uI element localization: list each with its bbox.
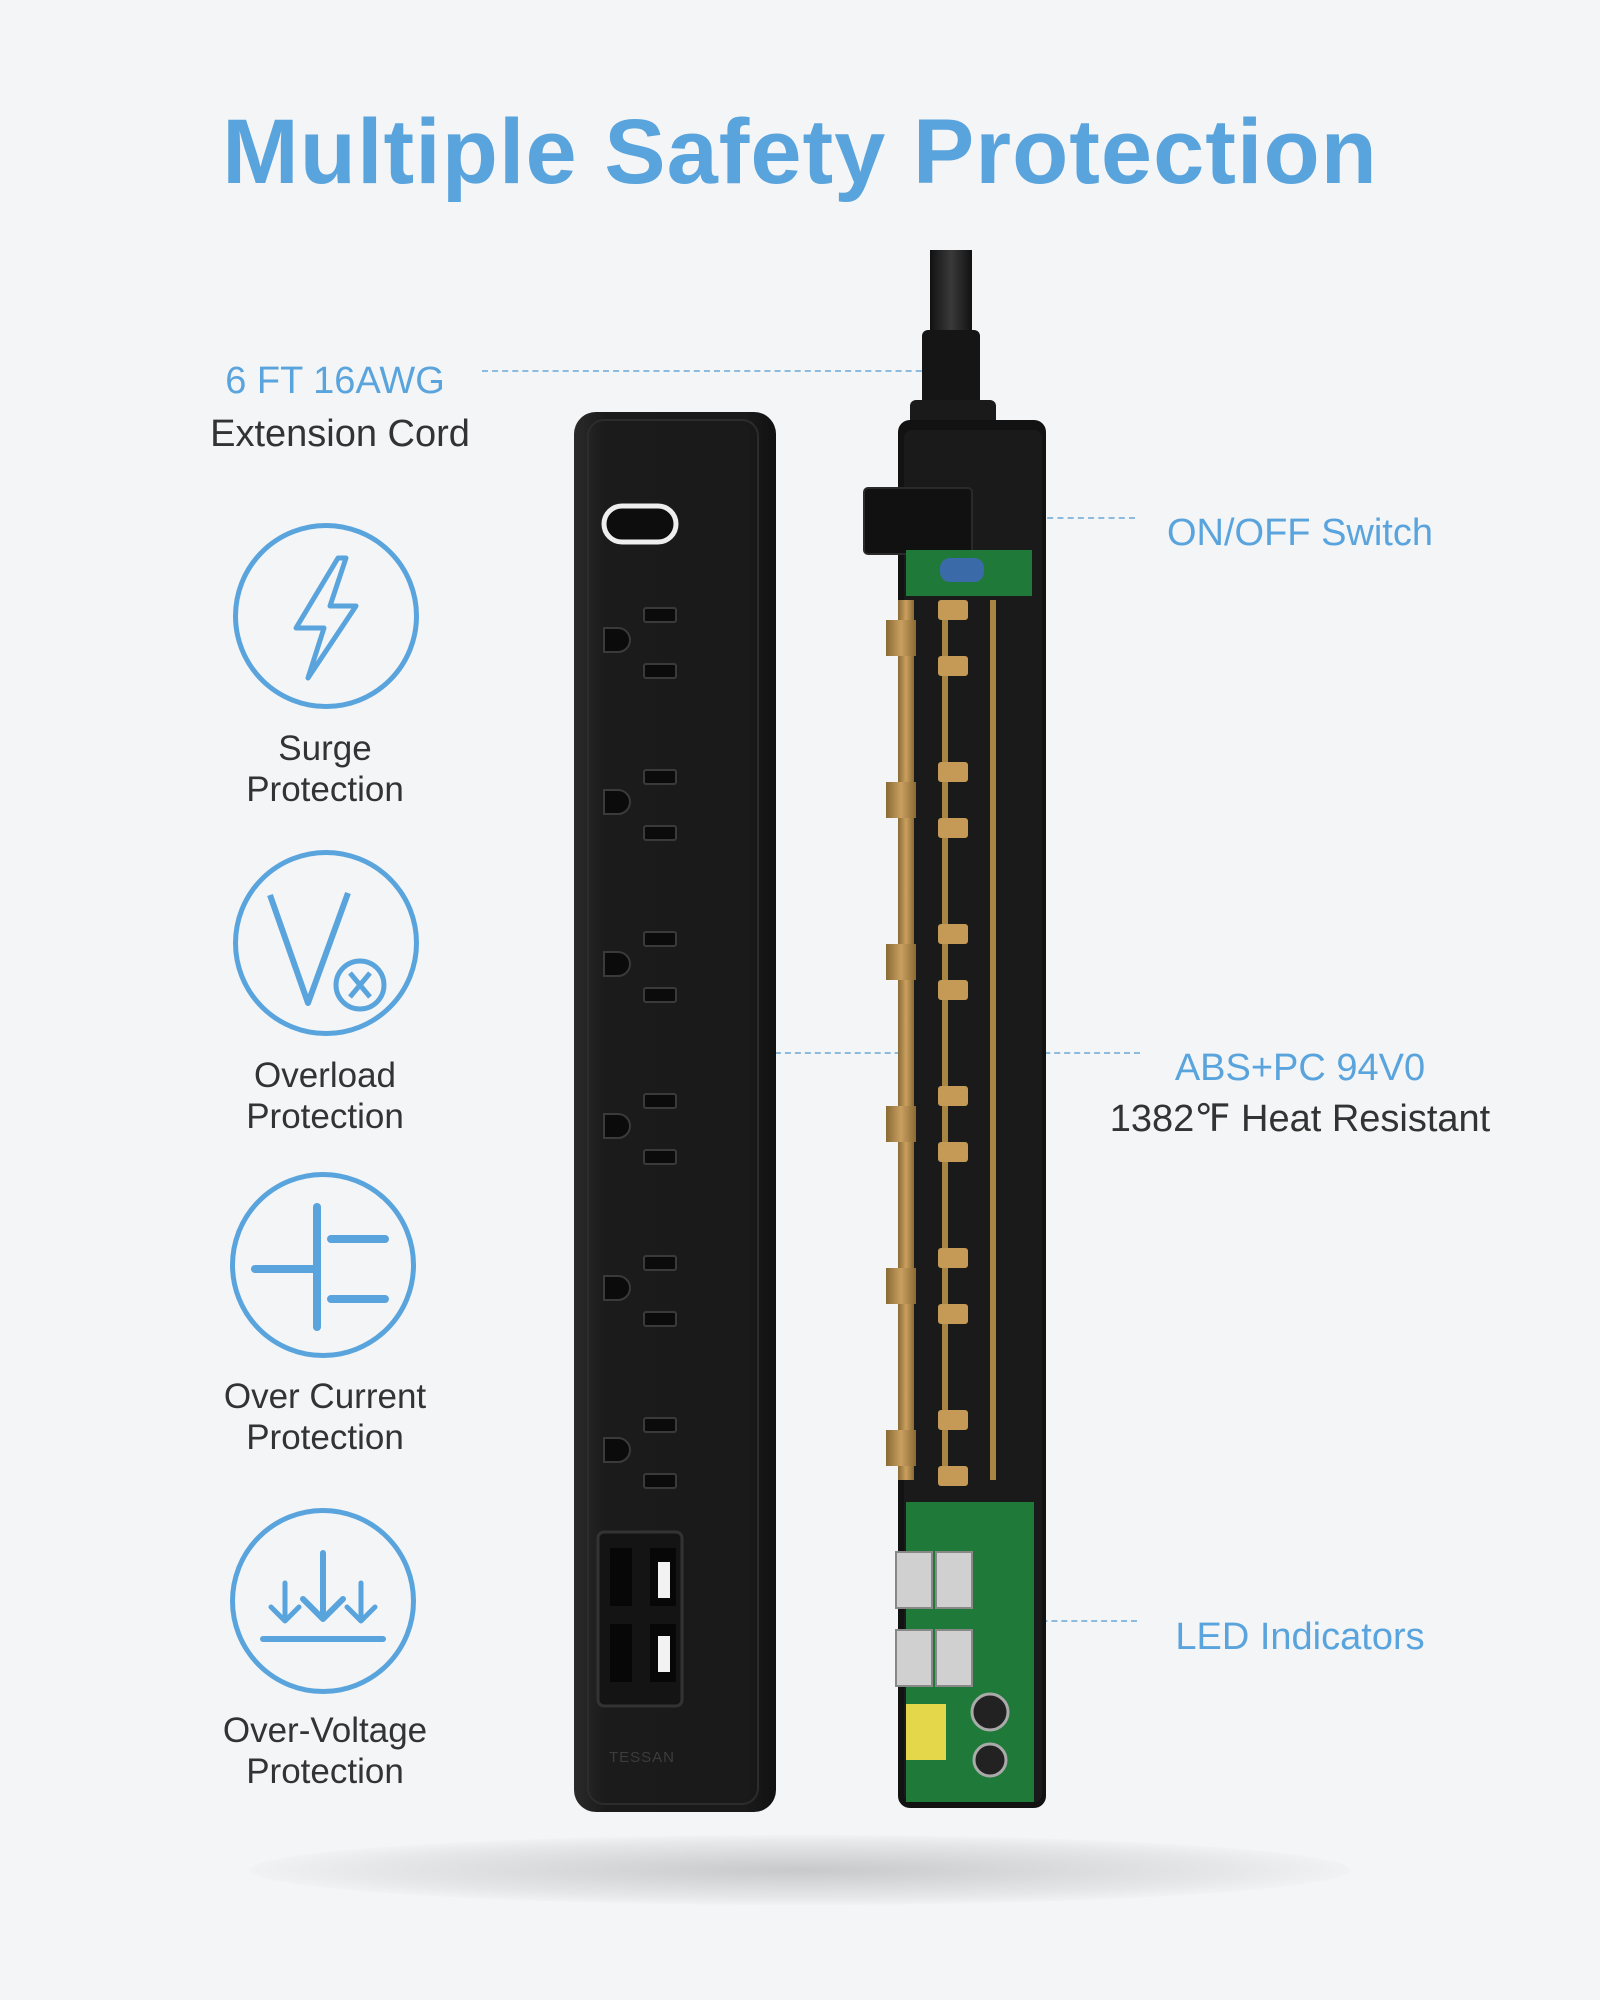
voltage-arrows-icon (260, 1550, 386, 1642)
brand-logo: TESSAN (609, 1749, 675, 1766)
overcurrent-icon-circle (230, 1172, 416, 1358)
power-strip-front (574, 412, 776, 1812)
overvoltage-label: Over-Voltage Protection (175, 1710, 475, 1792)
overload-label-line2: Protection (246, 1097, 404, 1136)
overload-v-x-icon (267, 891, 387, 1012)
overvoltage-icon-circle (230, 1508, 416, 1694)
surge-label: Surge Protection (175, 728, 475, 810)
material-heat-label: 1382℉ Heat Resistant (1109, 1098, 1491, 1140)
capacitor-icon (251, 1203, 389, 1331)
material-spec-label: ABS+PC 94V0 (1174, 1047, 1426, 1089)
surge-icon-circle (233, 523, 419, 709)
overload-label-line1: Overload (253, 1056, 397, 1095)
switch-label: ON/OFF Switch (1166, 512, 1434, 554)
cord-spec-label: 6 FT 16AWG (225, 360, 445, 402)
led-label: LED Indicators (1175, 1616, 1425, 1658)
surge-label-line2: Protection (246, 770, 404, 809)
cord-desc-label: Extension Cord (210, 413, 470, 455)
ground-shadow (250, 1835, 1350, 1905)
overvoltage-label-line1: Over-Voltage (222, 1711, 428, 1750)
overcurrent-label: Over Current Protection (175, 1376, 475, 1458)
overload-label: Overload Protection (175, 1055, 475, 1137)
power-strip-cutaway (863, 250, 1046, 1808)
overload-icon-circle (233, 850, 419, 1036)
overcurrent-label-line1: Over Current (223, 1377, 427, 1416)
lightning-bolt-icon (293, 555, 359, 681)
page-title: Multiple Safety Protection (222, 101, 1378, 203)
overvoltage-label-line2: Protection (246, 1752, 404, 1791)
cord-callout-line (482, 370, 952, 372)
overcurrent-label-line2: Protection (246, 1418, 404, 1457)
surge-label-line1: Surge (278, 729, 372, 768)
